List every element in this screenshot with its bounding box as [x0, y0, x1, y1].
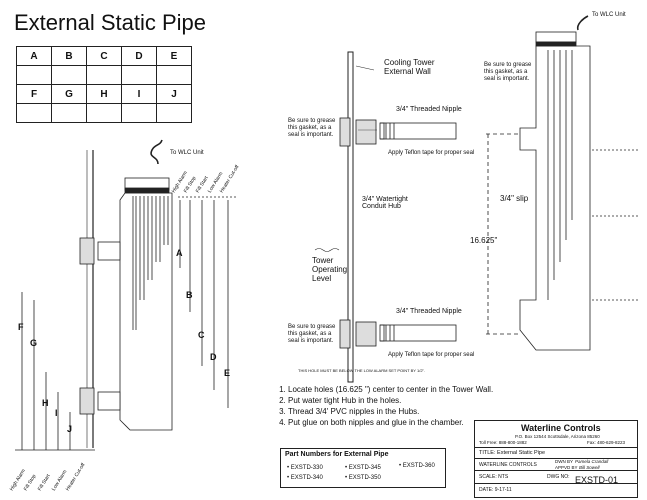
date-value: DATE: 9-17-11: [479, 487, 512, 493]
dimension-table: A B C D E F G H I J: [16, 46, 192, 123]
part-number: • EXSTD-345: [345, 465, 381, 471]
date-row: DATE: 9-17-11: [475, 483, 637, 497]
part-number-text: EXSTD-345: [348, 465, 381, 471]
left-static-pipe: [15, 139, 238, 451]
nipple-top-label: 3/4" Threaded Nipple: [396, 106, 462, 113]
dwn-by-name: Pamela Crandall: [575, 459, 609, 464]
dim-letter-a: A: [176, 248, 183, 258]
dwn-by-label: DWN BY: [555, 459, 573, 464]
part-numbers-heading: Part Numbers for External Pipe: [285, 451, 389, 458]
cooling-tower-wall-label: Cooling Tower External Wall: [384, 58, 435, 76]
dim-letter-cell: J: [156, 84, 192, 104]
conduit-hub-label: 3/4" Watertight Conduit Hub: [362, 196, 408, 210]
instruction-step: Put glue on both nipples and glue in the…: [288, 417, 518, 428]
dwg-no-value: EXSTD-01: [575, 475, 619, 485]
dim-letter-j: J: [67, 424, 73, 434]
gasket-note-top: Be sure to grease this gasket, as a seal…: [288, 118, 336, 138]
part-number-text: EXSTD-350: [348, 475, 381, 481]
title-block-title: TITLE: External Static Pipe: [479, 450, 546, 456]
part-number-text: EXSTD-340: [290, 475, 323, 481]
dim-letter-h: H: [42, 398, 49, 408]
dim-value-cell: [156, 103, 192, 123]
dim-letter-c: C: [198, 330, 205, 340]
right-chamber-view: [486, 15, 640, 351]
company-address: P.O. Box 12544 Scottsdale, Arizona 85260: [515, 434, 600, 439]
part-number-text: EXSTD-330: [290, 465, 323, 471]
scale-value: SCALE: NTS: [479, 474, 509, 480]
part-number: • EXSTD-360: [399, 463, 435, 469]
dim-letter-i: I: [55, 408, 58, 418]
nipple-bottom-label: 3/4" Threaded Nipple: [396, 308, 462, 315]
gasket-note-bottom: Be sure to grease this gasket, as a seal…: [288, 324, 336, 344]
dim-letter-d: D: [210, 352, 217, 362]
part-number: • EXSTD-350: [345, 475, 381, 481]
below-alarm-note: THIS HOLE MUST BE BELOW THE LOW ALARM SE…: [298, 368, 426, 373]
instruction-step: Locate holes (16.625 ") center to center…: [288, 384, 518, 395]
dim-letter-cell: E: [156, 46, 192, 66]
company-name: Waterline Controls: [521, 423, 601, 433]
drawing-title: External Static Pipe: [14, 10, 206, 35]
length-label: 16.625": [470, 236, 498, 245]
dim-letter-g: G: [30, 338, 38, 348]
title-row: TITLE: External Static Pipe: [475, 447, 637, 459]
dim-letter-b: B: [186, 290, 193, 300]
left-to-wlc-label: To WLC Unit: [170, 150, 204, 156]
title-block: Waterline Controls P.O. Box 12544 Scotts…: [474, 420, 638, 498]
middle-wall-view: [314, 51, 457, 383]
gasket-note-right: Be sure to grease this gasket, as a seal…: [484, 62, 532, 82]
teflon-note-top: Apply Teflon tape for proper seal: [388, 150, 475, 156]
dept-name: WATERLINE CONTROLS: [479, 462, 537, 468]
part-number: • EXSTD-340: [287, 475, 323, 481]
appvd-by-label: APPVD BY: [555, 465, 578, 470]
instruction-step: Put water tight Hub in the holes.: [288, 395, 518, 406]
part-number-text: EXSTD-360: [402, 463, 435, 469]
right-to-wlc-label: To WLC Unit: [592, 12, 626, 18]
slip-label: 3/4" slip: [500, 194, 529, 203]
appvd-by-name: Bill Sowell: [579, 465, 600, 470]
fax-number: Fax: 480-629-8223: [587, 440, 626, 445]
tower-operating-level-label: Tower Operating Level: [312, 256, 348, 283]
part-numbers-box: Part Numbers for External Pipe • EXSTD-3…: [280, 448, 446, 488]
scale-row: SCALE: NTS DWG NO: EXSTD-01: [475, 470, 637, 485]
dept-row: WATERLINE CONTROLS DWN BY Pamela Crandal…: [475, 458, 637, 471]
dwg-no-label: DWG NO:: [547, 474, 570, 480]
teflon-note-bottom: Apply Teflon tape for proper seal: [388, 352, 475, 358]
dim-letter-e: E: [224, 368, 231, 378]
toll-free: Toll Free: 888-800-1882: [479, 440, 527, 445]
instruction-step: Thread 3/4' PVC nipples in the Hubs.: [288, 406, 518, 417]
part-number: • EXSTD-330: [287, 465, 323, 471]
dim-letter-f: F: [18, 322, 24, 332]
instruction-list: Locate holes (16.625 ") center to center…: [276, 384, 518, 428]
